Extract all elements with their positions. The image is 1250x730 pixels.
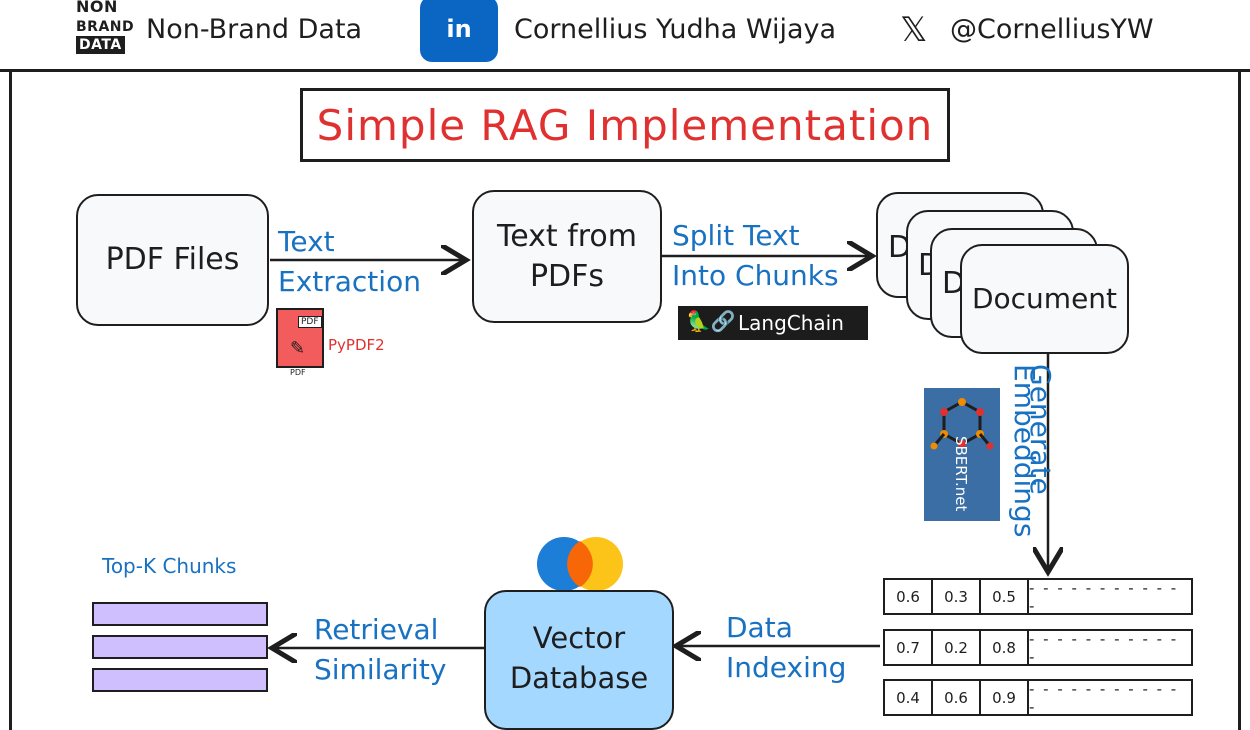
pdf-files-box: PDF Files: [76, 194, 269, 326]
logo-line-1: NON: [76, 0, 118, 16]
document-card-1-label: D: [888, 230, 912, 265]
document-card-3-label: D: [942, 266, 966, 301]
pypdf2-label: PyPDF2: [328, 336, 385, 354]
retrieval-line1: Retrieval: [314, 613, 439, 646]
linkedin-icon[interactable]: in: [420, 0, 498, 62]
vector-cell: 0.3: [933, 580, 981, 613]
brand-name: Non-Brand Data: [146, 14, 363, 45]
langchain-logo: 🦜🔗 LangChain: [678, 306, 868, 340]
header-bar: NON BRAND DATA Non-Brand Data in Cornell…: [0, 0, 1250, 72]
vector-row-2: 0.7 0.2 0.8 - - - - - - - - - - - -: [883, 629, 1193, 666]
split-line2: Into Chunks: [672, 259, 839, 292]
vector-database-box: Vector Database: [484, 590, 674, 730]
split-line1: Split Text: [672, 219, 800, 252]
vector-db-line2: Database: [509, 661, 649, 695]
arrows-layer: [0, 0, 1250, 703]
vector-db-line1: Vector: [532, 621, 626, 655]
retrieval-label: Retrieval Similarity: [314, 610, 446, 690]
indexing-line2: Indexing: [726, 651, 847, 684]
vector-db-logo-icon: [537, 537, 623, 591]
title-box: Simple RAG Implementation: [300, 88, 950, 162]
text-extraction-line2: Extraction: [278, 265, 421, 298]
indexing-line1: Data: [726, 611, 793, 644]
diagram-title: Simple RAG Implementation: [316, 100, 934, 150]
molecule-icon: [930, 398, 994, 450]
retrieval-line2: Similarity: [314, 653, 447, 686]
embeddings-label: Embeddings: [1004, 364, 1044, 537]
vector-ellipsis: - - - - - - - - - - - -: [1029, 578, 1179, 615]
vector-cell: 0.2: [933, 631, 981, 664]
embed-line2: Embeddings: [1008, 364, 1041, 538]
acrobat-icon: ✎: [290, 338, 306, 359]
split-text-label: Split Text Into Chunks: [672, 216, 839, 296]
chunk-bar: [92, 635, 268, 659]
text-extraction-line1: Text: [278, 225, 335, 258]
vector-cell: 0.6: [933, 681, 981, 714]
text-from-pdfs-line1: Text from: [496, 218, 638, 254]
diagram-frame: [9, 70, 1241, 730]
x-icon[interactable]: 𝕏: [900, 10, 928, 50]
pdf-files-label: PDF Files: [105, 242, 240, 277]
vector-cell: 0.7: [885, 631, 933, 664]
langchain-label: LangChain: [738, 311, 844, 335]
document-box: Document: [960, 244, 1129, 354]
sbert-label: SBERT.net: [952, 436, 970, 512]
text-from-pdfs-line2: PDFs: [529, 258, 605, 294]
sbert-logo: SBERT.net: [924, 388, 1000, 521]
vector-ellipsis: - - - - - - - - - - - -: [1029, 629, 1179, 666]
chunk-bar: [92, 602, 268, 626]
langchain-parrot-icon: 🦜🔗: [686, 309, 736, 333]
data-indexing-label: Data Indexing: [726, 608, 846, 688]
pdf-icon-caption: PDF: [290, 368, 306, 377]
vector-cell: 0.5: [981, 580, 1029, 613]
vector-row-3: 0.4 0.6 0.9 - - - - - - - - - - - -: [883, 679, 1193, 716]
text-from-pdfs-box: Text from PDFs: [472, 190, 662, 323]
document-label: Document: [971, 282, 1118, 315]
vector-cell: 0.4: [885, 681, 933, 714]
text-extraction-label: Text Extraction: [278, 222, 421, 302]
vector-cell: 0.6: [885, 580, 933, 613]
chunk-bar: [92, 668, 268, 692]
vector-cell: 0.9: [981, 681, 1029, 714]
pdf-icon-tag: PDF: [298, 316, 322, 328]
vector-cell: 0.8: [981, 631, 1029, 664]
brand-logo: NON BRAND DATA: [76, 0, 136, 60]
x-handle[interactable]: @CornelliusYW: [950, 14, 1154, 45]
logo-line-2: BRAND: [76, 19, 135, 35]
pdf-file-icon: PDF ✎: [276, 308, 324, 368]
logo-line-3: DATA: [76, 36, 125, 54]
author-name: Cornellius Yudha Wijaya: [514, 14, 837, 45]
vector-ellipsis: - - - - - - - - - - - -: [1029, 679, 1179, 716]
vector-row-1: 0.6 0.3 0.5 - - - - - - - - - - - -: [883, 578, 1193, 615]
top-k-label: Top-K Chunks: [102, 554, 237, 578]
